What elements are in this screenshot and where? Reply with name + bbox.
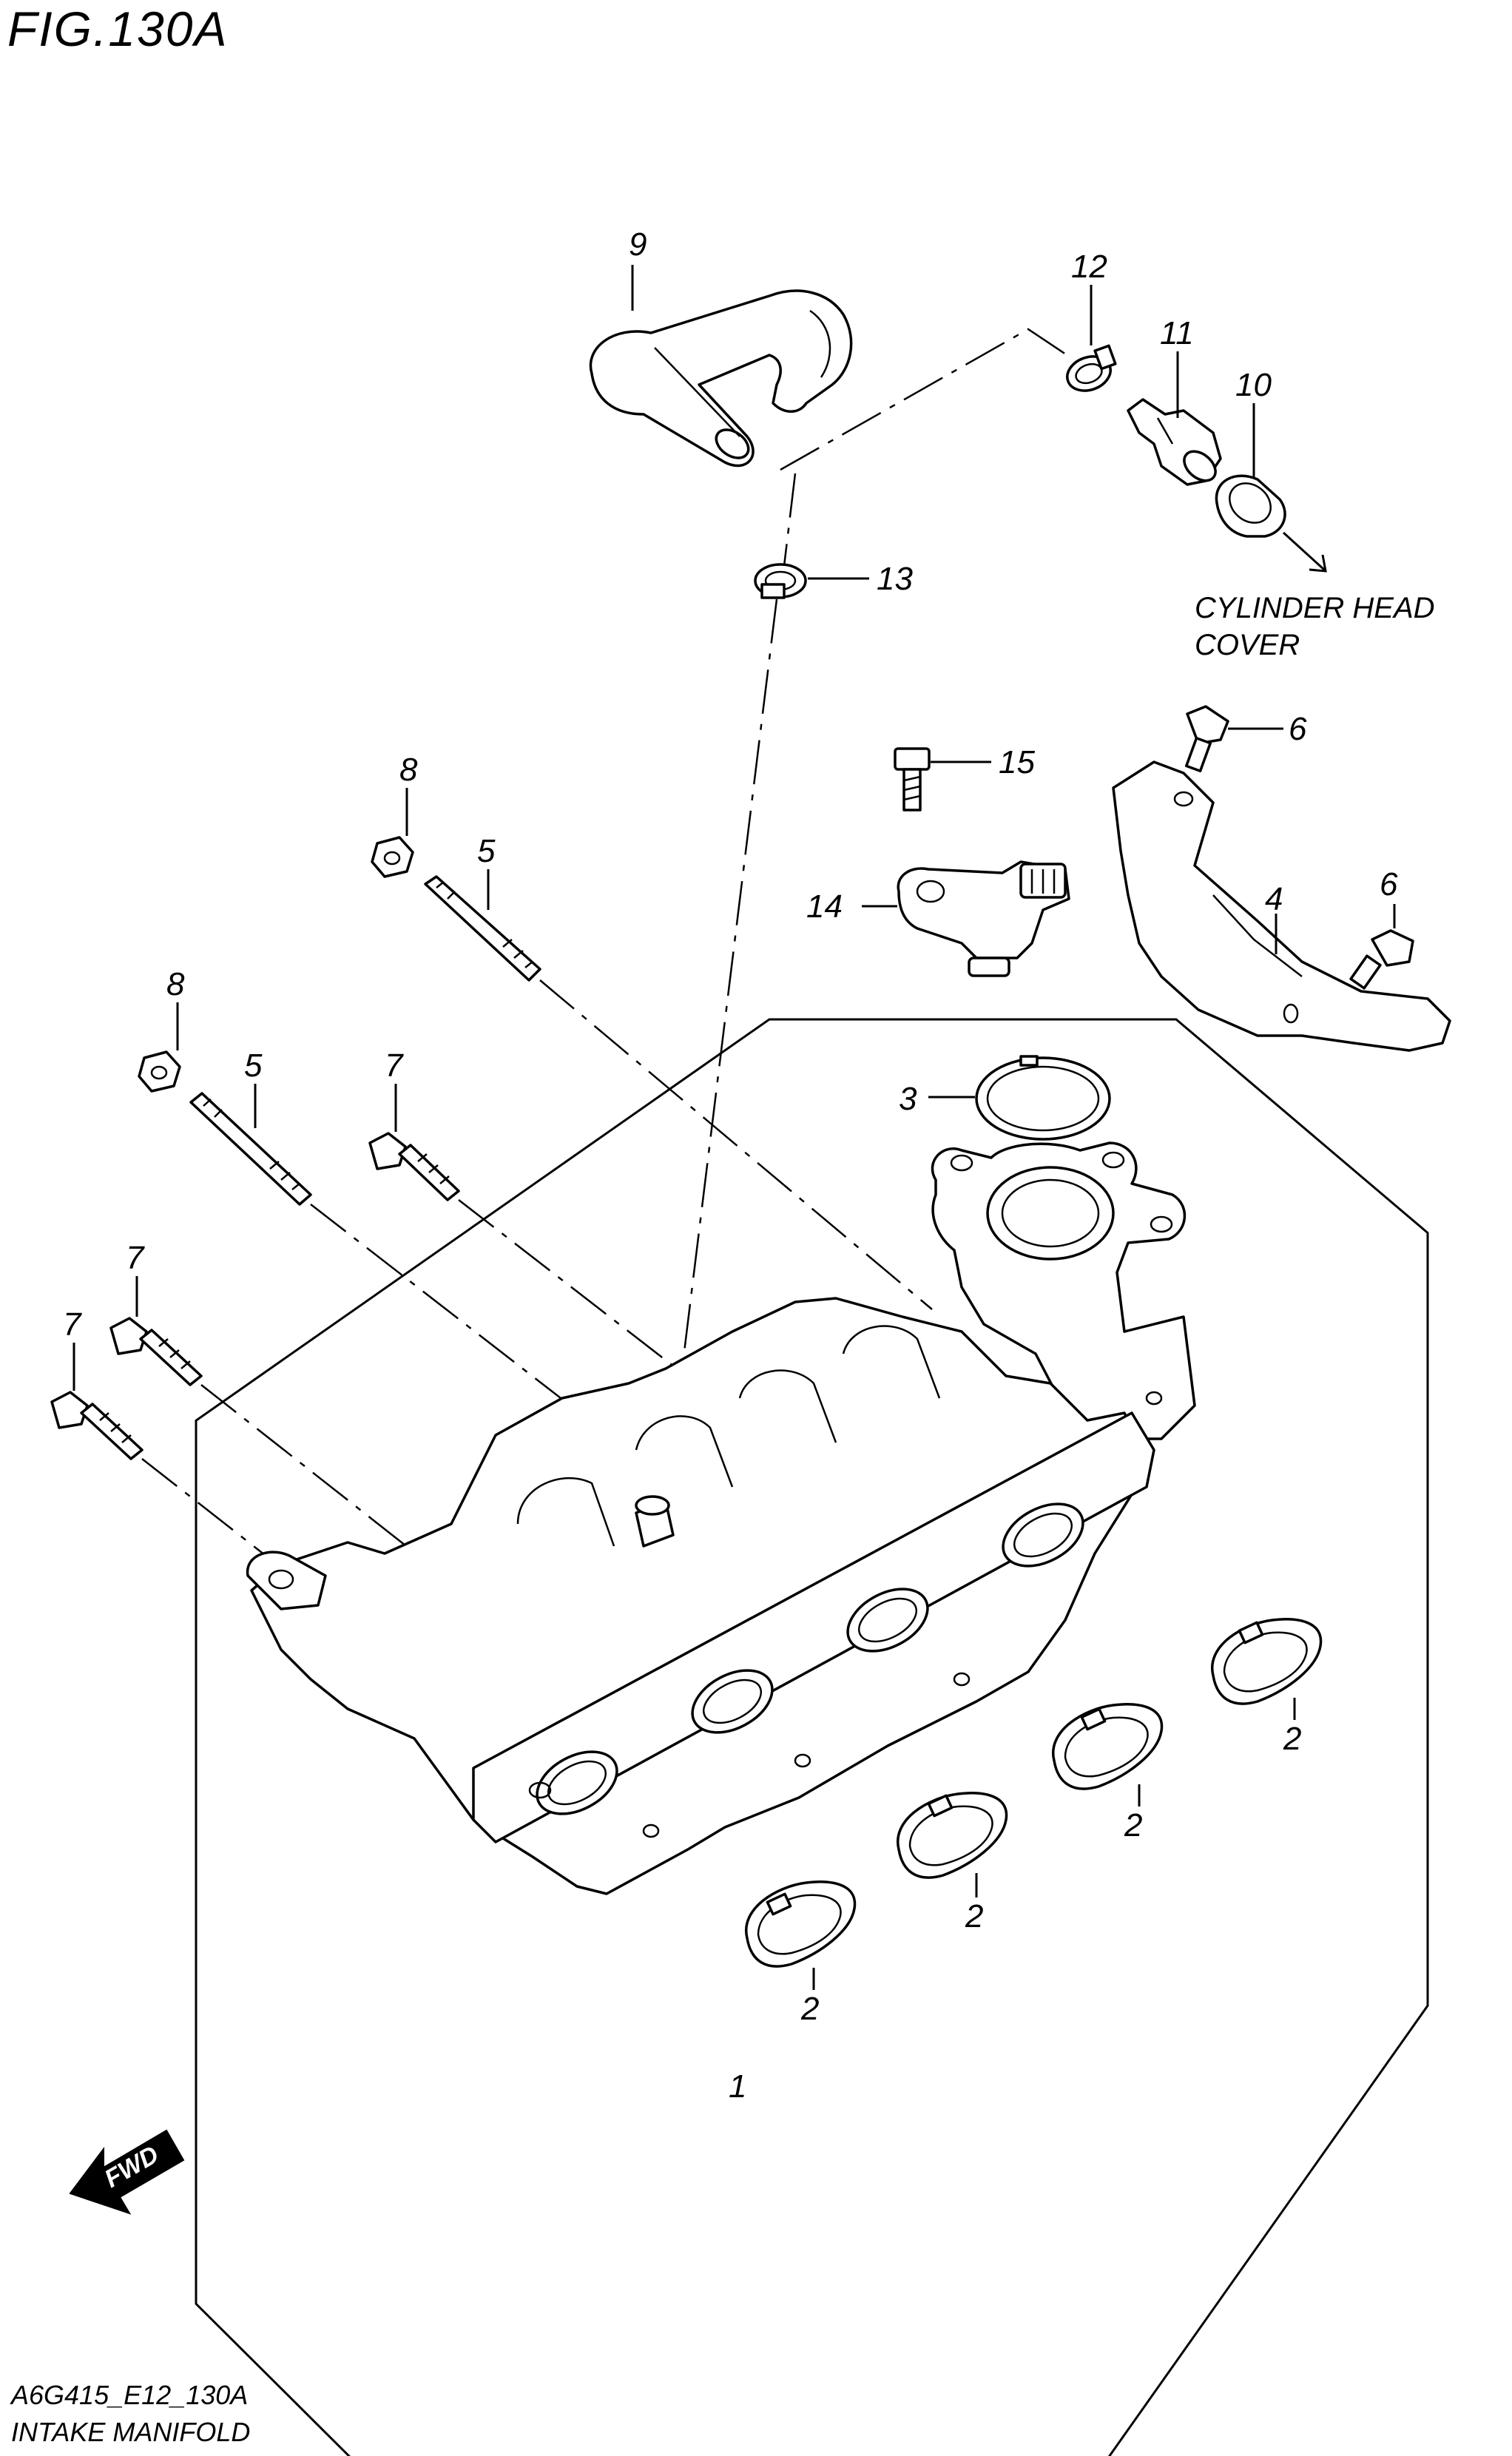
link-bolt-1 xyxy=(458,1199,859,1510)
manifold-bolt-2[interactable] xyxy=(109,1317,203,1386)
label-part-1: 1 xyxy=(729,2068,746,2105)
label-part-15: 15 xyxy=(999,744,1035,780)
label-part-2c: 2 xyxy=(1124,1807,1142,1843)
assembly-boundary xyxy=(195,1018,1429,2456)
hose-clip-upper[interactable] xyxy=(1062,344,1117,397)
label-part-8a: 8 xyxy=(399,752,418,788)
port-gasket-2[interactable] xyxy=(896,1792,1008,1879)
label-part-2d: 2 xyxy=(1283,1721,1301,1757)
arrow-to-cylinder-head xyxy=(1282,531,1326,571)
label-part-12: 12 xyxy=(1071,249,1107,285)
arrow-head xyxy=(1309,554,1327,573)
link-clip13-down xyxy=(668,598,778,1473)
label-part-4: 4 xyxy=(1265,881,1283,917)
throttle-gasket[interactable] xyxy=(975,1055,1111,1141)
bracket-bolt-lower[interactable] xyxy=(1349,929,1414,990)
destination-note-line2: COVER xyxy=(1195,629,1300,661)
label-part-7b: 7 xyxy=(126,1240,145,1276)
label-part-14: 14 xyxy=(806,888,843,925)
port-gasket-4[interactable] xyxy=(1210,1618,1323,1705)
footer-name: INTAKE MANIFOLD xyxy=(11,2417,250,2447)
manifold-bolt-3[interactable] xyxy=(50,1391,144,1460)
label-part-11: 11 xyxy=(1160,315,1194,351)
label-part-2a: 2 xyxy=(800,1991,819,2027)
destination-note-line1: CYLINDER HEAD xyxy=(1195,592,1435,624)
label-part-5b: 5 xyxy=(244,1047,263,1084)
manifold-bolt-1[interactable] xyxy=(368,1132,460,1201)
label-part-8b: 8 xyxy=(166,966,185,1002)
grommet[interactable] xyxy=(1215,474,1286,538)
hose-clip-lower[interactable] xyxy=(754,563,807,599)
intake-manifold[interactable] xyxy=(246,1141,1196,1895)
label-part-6a: 6 xyxy=(1289,711,1307,747)
label-part-7a: 7 xyxy=(385,1047,404,1084)
link-stud-upper xyxy=(539,979,933,1310)
stud-lower[interactable] xyxy=(189,1092,312,1206)
figure-title: FIG.130A xyxy=(7,1,228,56)
label-part-6b: 6 xyxy=(1380,866,1398,903)
label-part-13: 13 xyxy=(877,561,913,597)
footer-code: A6G415_E12_130A xyxy=(10,2380,248,2410)
port-gasket-3[interactable] xyxy=(1051,1703,1164,1790)
map-sensor[interactable] xyxy=(897,860,1070,977)
label-part-5a: 5 xyxy=(477,833,496,869)
fwd-arrow-icon: FWD xyxy=(69,2129,185,2215)
label-part-2b: 2 xyxy=(965,1898,983,1934)
pcv-valve[interactable] xyxy=(1127,398,1222,487)
port-gasket-1[interactable] xyxy=(744,1880,857,1968)
label-part-10: 10 xyxy=(1235,367,1272,403)
nut-lower[interactable] xyxy=(138,1050,181,1093)
label-part-3: 3 xyxy=(899,1081,917,1117)
breather-hose[interactable] xyxy=(589,289,853,468)
label-part-7c: 7 xyxy=(63,1306,82,1343)
link-clip13-up xyxy=(783,473,797,567)
bracket[interactable] xyxy=(1112,760,1451,1052)
sensor-bolt[interactable] xyxy=(894,747,931,812)
bracket-bolt-upper[interactable] xyxy=(1185,705,1229,772)
link-hose-clip12 xyxy=(780,328,1073,471)
stud-upper[interactable] xyxy=(424,875,541,982)
nut-upper[interactable] xyxy=(371,836,414,878)
label-part-9: 9 xyxy=(629,226,647,263)
